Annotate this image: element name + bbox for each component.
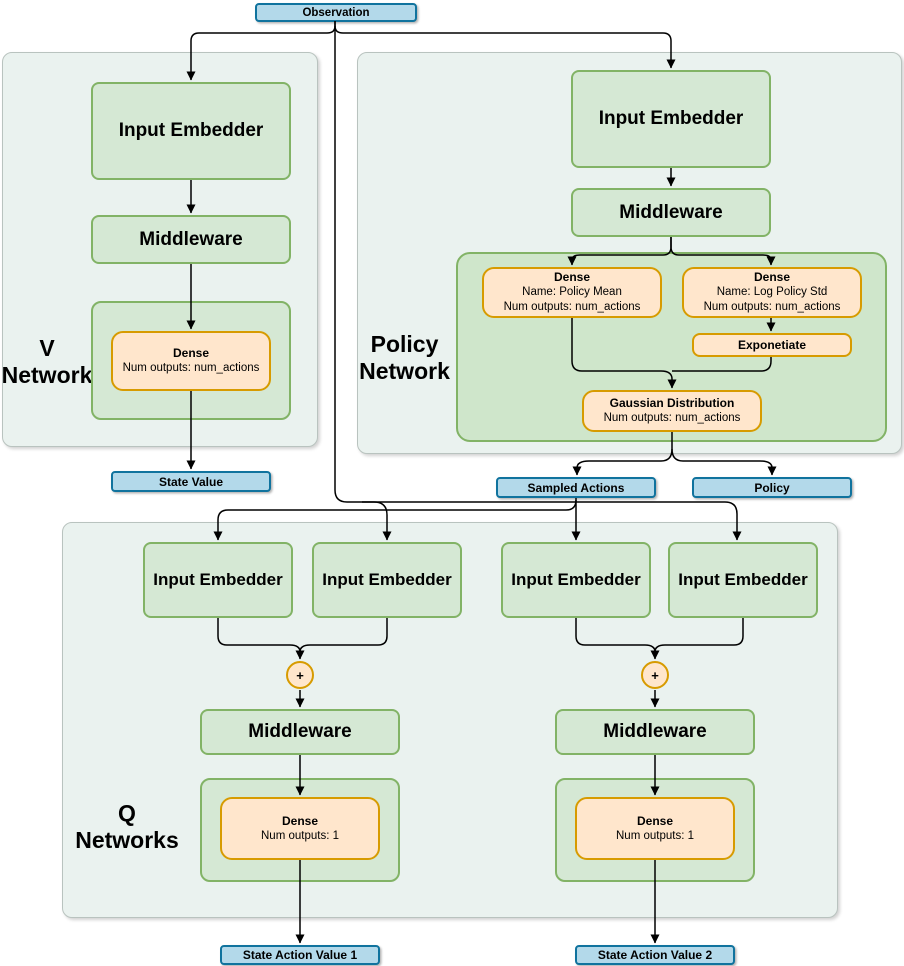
q2-input-embedder-action-node: Input Embedder <box>668 542 818 618</box>
observation-node: Observation <box>255 3 417 22</box>
v-dense-node: Dense Num outputs: num_actions <box>111 331 271 391</box>
policy-network-label-line2: Network <box>359 358 450 384</box>
dense-outputs: Num outputs: num_actions <box>503 301 641 313</box>
node-label: Middleware <box>603 721 707 742</box>
dense-title: Dense <box>281 813 319 828</box>
policy-middleware-node: Middleware <box>571 188 771 237</box>
state-value-node: State Value <box>111 471 271 492</box>
dense-log-policy-std-node: Dense Name: Log Policy Std Num outputs: … <box>682 267 862 318</box>
plus-icon: + <box>651 667 659 683</box>
exponetiate-node: Exponetiate <box>692 333 852 357</box>
q2-middleware-node: Middleware <box>555 709 755 755</box>
state-action-value-2-label: State Action Value 2 <box>597 948 713 962</box>
gaussian-title: Gaussian Distribution <box>609 396 735 410</box>
state-action-value-2-node: State Action Value 2 <box>575 945 735 965</box>
node-label: Input Embedder <box>118 120 264 141</box>
policy-output-node: Policy <box>692 477 852 498</box>
q2-add-junction: + <box>641 661 669 689</box>
q2-input-embedder-state-node: Input Embedder <box>501 542 651 618</box>
node-label: Input Embedder <box>322 570 452 589</box>
q1-dense-node: Dense Num outputs: 1 <box>220 797 380 860</box>
dense-title: Dense <box>553 270 591 284</box>
q1-input-embedder-action-node: Input Embedder <box>312 542 462 618</box>
q-networks-label: Q Networks <box>72 799 182 855</box>
q1-add-junction: + <box>286 661 314 689</box>
observation-label: Observation <box>302 6 370 19</box>
node-label: Input Embedder <box>598 108 744 129</box>
state-value-label: State Value <box>158 474 224 489</box>
v-network-label-line1: V <box>39 335 55 361</box>
dense-title: Dense <box>172 346 210 360</box>
dense-title: Dense <box>636 813 674 828</box>
q-networks-label-line1: Q <box>118 800 136 826</box>
q1-input-embedder-state-node: Input Embedder <box>143 542 293 618</box>
v-network-label-line2: Network <box>1 362 93 388</box>
gaussian-distribution-node: Gaussian Distribution Num outputs: num_a… <box>582 390 762 432</box>
sampled-actions-node: Sampled Actions <box>496 477 656 498</box>
dense-outputs: Num outputs: 1 <box>616 829 694 842</box>
node-label: Middleware <box>248 721 352 742</box>
gaussian-outputs: Num outputs: num_actions <box>603 412 741 424</box>
node-label: Input Embedder <box>511 570 641 589</box>
dense-name: Name: Log Policy Std <box>716 286 828 298</box>
dense-outputs: Num outputs: num_actions <box>703 301 841 313</box>
node-label: Input Embedder <box>153 570 283 589</box>
plus-icon: + <box>296 667 304 683</box>
v-middleware-node: Middleware <box>91 215 291 264</box>
node-label: Middleware <box>619 201 723 223</box>
dense-outputs: Num outputs: num_actions <box>122 362 260 374</box>
exponetiate-label: Exponetiate <box>737 337 806 352</box>
q1-middleware-node: Middleware <box>200 709 400 755</box>
dense-name: Name: Policy Mean <box>522 286 622 298</box>
policy-input-embedder-node: Input Embedder <box>571 70 771 168</box>
node-label: Input Embedder <box>678 570 808 589</box>
node-label: Middleware <box>139 228 243 250</box>
dense-title: Dense <box>753 270 791 284</box>
v-input-embedder-node: Input Embedder <box>91 82 291 180</box>
dense-outputs: Num outputs: 1 <box>261 829 339 842</box>
policy-network-label: Policy Network <box>357 330 452 386</box>
policy-output-label: Policy <box>754 480 790 495</box>
dense-policy-mean-node: Dense Name: Policy Mean Num outputs: num… <box>482 267 662 318</box>
state-action-value-1-label: State Action Value 1 <box>242 948 358 962</box>
state-action-value-1-node: State Action Value 1 <box>220 945 380 965</box>
v-network-label: V Network <box>1 334 93 390</box>
q2-dense-node: Dense Num outputs: 1 <box>575 797 735 860</box>
policy-network-label-line1: Policy <box>370 331 439 357</box>
sampled-actions-label: Sampled Actions <box>527 480 625 495</box>
q-networks-label-line2: Networks <box>75 827 179 853</box>
